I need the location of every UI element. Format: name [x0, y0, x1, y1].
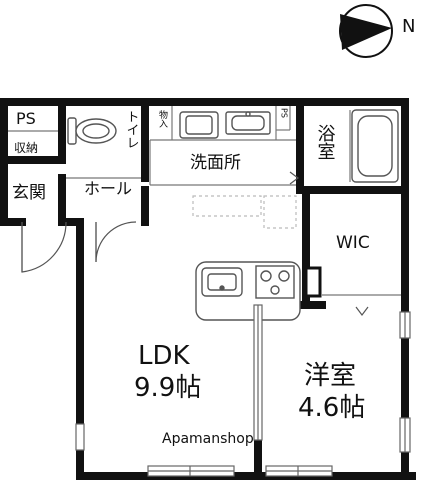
western-room-door — [355, 306, 369, 316]
compass: N — [339, 4, 415, 58]
windows — [75, 304, 411, 477]
room-label-hall: ホール — [84, 179, 132, 198]
room-label-ldk-size: 9.9帖 — [134, 373, 201, 403]
washroom-fixtures — [179, 111, 271, 139]
room-label-entrance: 玄関 — [12, 183, 46, 203]
room-label-ps-top: PS — [16, 109, 36, 128]
room-label-ps-small: PS — [280, 108, 289, 118]
room-label-closet-small: 物入 — [157, 109, 168, 128]
entrance-doors — [21, 221, 137, 273]
room-label-wic: WIC — [336, 233, 370, 253]
upper-cabinets-dashed — [192, 195, 297, 229]
room-label-toilet: トイレ — [124, 110, 139, 149]
bathtub — [351, 109, 399, 183]
kitchen-counter — [195, 261, 301, 321]
toilet-fixture — [67, 117, 117, 145]
washroom-door-marker — [289, 171, 299, 185]
compass-north-label: N — [402, 16, 415, 37]
room-label-western-name: 洋室 — [304, 361, 356, 391]
room-labels: PS 収納 トイレ 物入 PS 洗面所 浴室 玄関 ホール WIC LDK 9.… — [12, 108, 370, 423]
ps-shaft-wic — [304, 266, 322, 298]
room-label-washroom: 洗面所 — [190, 153, 241, 173]
room-label-storage: 収納 — [14, 141, 38, 155]
walls — [0, 98, 416, 480]
room-label-western-size: 4.6帖 — [298, 393, 365, 423]
room-label-bath: 浴室 — [315, 124, 336, 160]
room-label-ldk-name: LDK — [138, 341, 191, 371]
compass-arrow-icon — [340, 14, 392, 50]
watermark-text: Apamanshop — [162, 431, 254, 447]
